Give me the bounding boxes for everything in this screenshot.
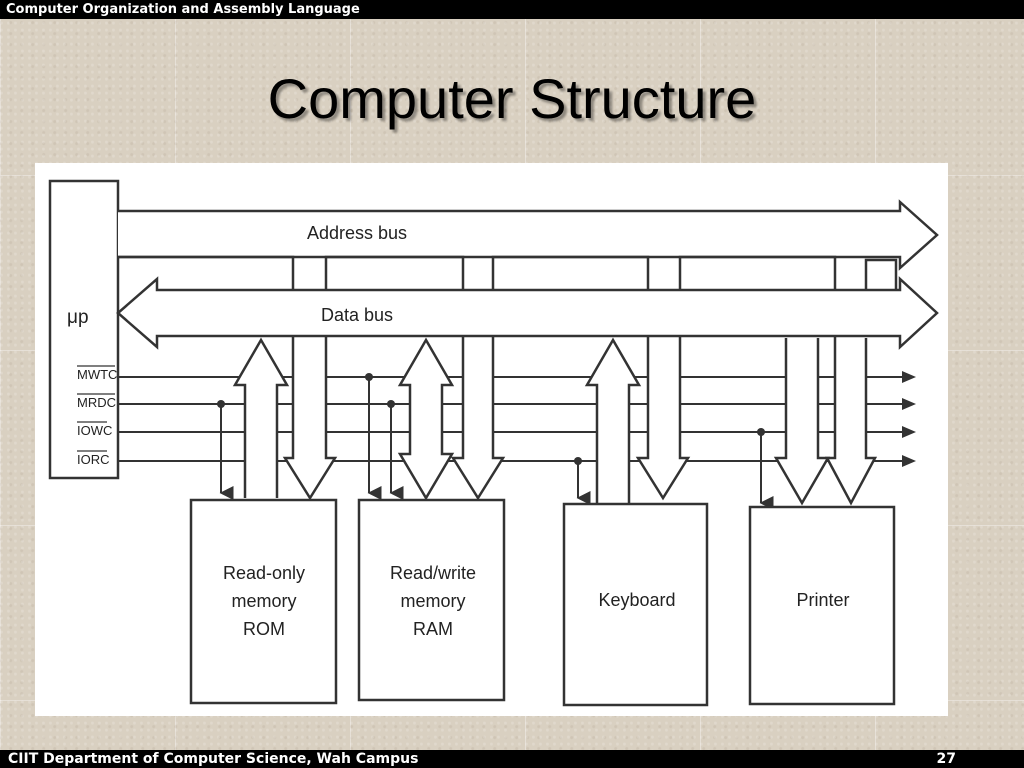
printer-data-arrow — [773, 338, 831, 506]
control-line-labels: MWTC MRDC IOWC IORC — [77, 367, 117, 467]
data-bus — [116, 276, 939, 350]
department-footer: CIIT Department of Computer Science, Wah… — [8, 751, 419, 767]
processor-block — [48, 179, 120, 480]
course-header-bar: Computer Organization and Assembly Langu… — [0, 0, 1024, 19]
course-title: Computer Organization and Assembly Langu… — [6, 2, 360, 17]
ram-address-arrow — [450, 338, 506, 501]
data-bus-label: Data bus — [321, 305, 393, 325]
ram-label-line1: Read/write — [390, 563, 476, 583]
printer-label: Printer — [796, 590, 849, 610]
rom-block — [189, 498, 338, 705]
rom-data-arrow — [232, 337, 290, 498]
control-lines — [118, 376, 902, 462]
control-tap-dots — [217, 373, 765, 465]
rom-address-arrow — [282, 338, 338, 501]
bus-structure-diagram: μp Address bus Data bus MWTC MRDC IOWC I… — [35, 163, 948, 716]
keyboard-label: Keyboard — [598, 590, 675, 610]
footer-bar: CIIT Department of Computer Science, Wah… — [0, 750, 1024, 768]
processor-label: μp — [67, 307, 89, 328]
control-label-overbars — [77, 365, 115, 452]
control-label-mwtc: MWTC — [77, 367, 117, 382]
ram-block — [357, 498, 506, 702]
slide-title: Computer Structure — [267, 67, 757, 130]
keyboard-block — [562, 502, 709, 707]
control-label-iorc: IORC — [77, 452, 110, 467]
control-line-arrowheads — [902, 371, 916, 467]
ram-data-arrow — [397, 337, 455, 501]
ram-label-line2: memory — [400, 591, 465, 611]
keyboard-address-arrow — [635, 338, 691, 501]
ram-label-line3: RAM — [413, 619, 453, 639]
control-label-iowc: IOWC — [77, 423, 112, 438]
rom-label-line3: ROM — [243, 619, 285, 639]
address-bus-taps — [118, 255, 898, 338]
page-number: 27 — [936, 751, 956, 767]
printer-address-arrow — [824, 338, 878, 506]
control-taps — [219, 377, 774, 510]
control-label-mrdc: MRDC — [77, 395, 116, 410]
keyboard-data-arrow — [584, 337, 642, 503]
address-bus-label: Address bus — [307, 223, 407, 243]
rom-label-line2: memory — [231, 591, 296, 611]
printer-block — [748, 505, 896, 706]
rom-label-line1: Read-only — [223, 563, 305, 583]
diagram-canvas: μp Address bus Data bus MWTC MRDC IOWC I… — [48, 179, 939, 707]
address-bus — [118, 199, 939, 271]
